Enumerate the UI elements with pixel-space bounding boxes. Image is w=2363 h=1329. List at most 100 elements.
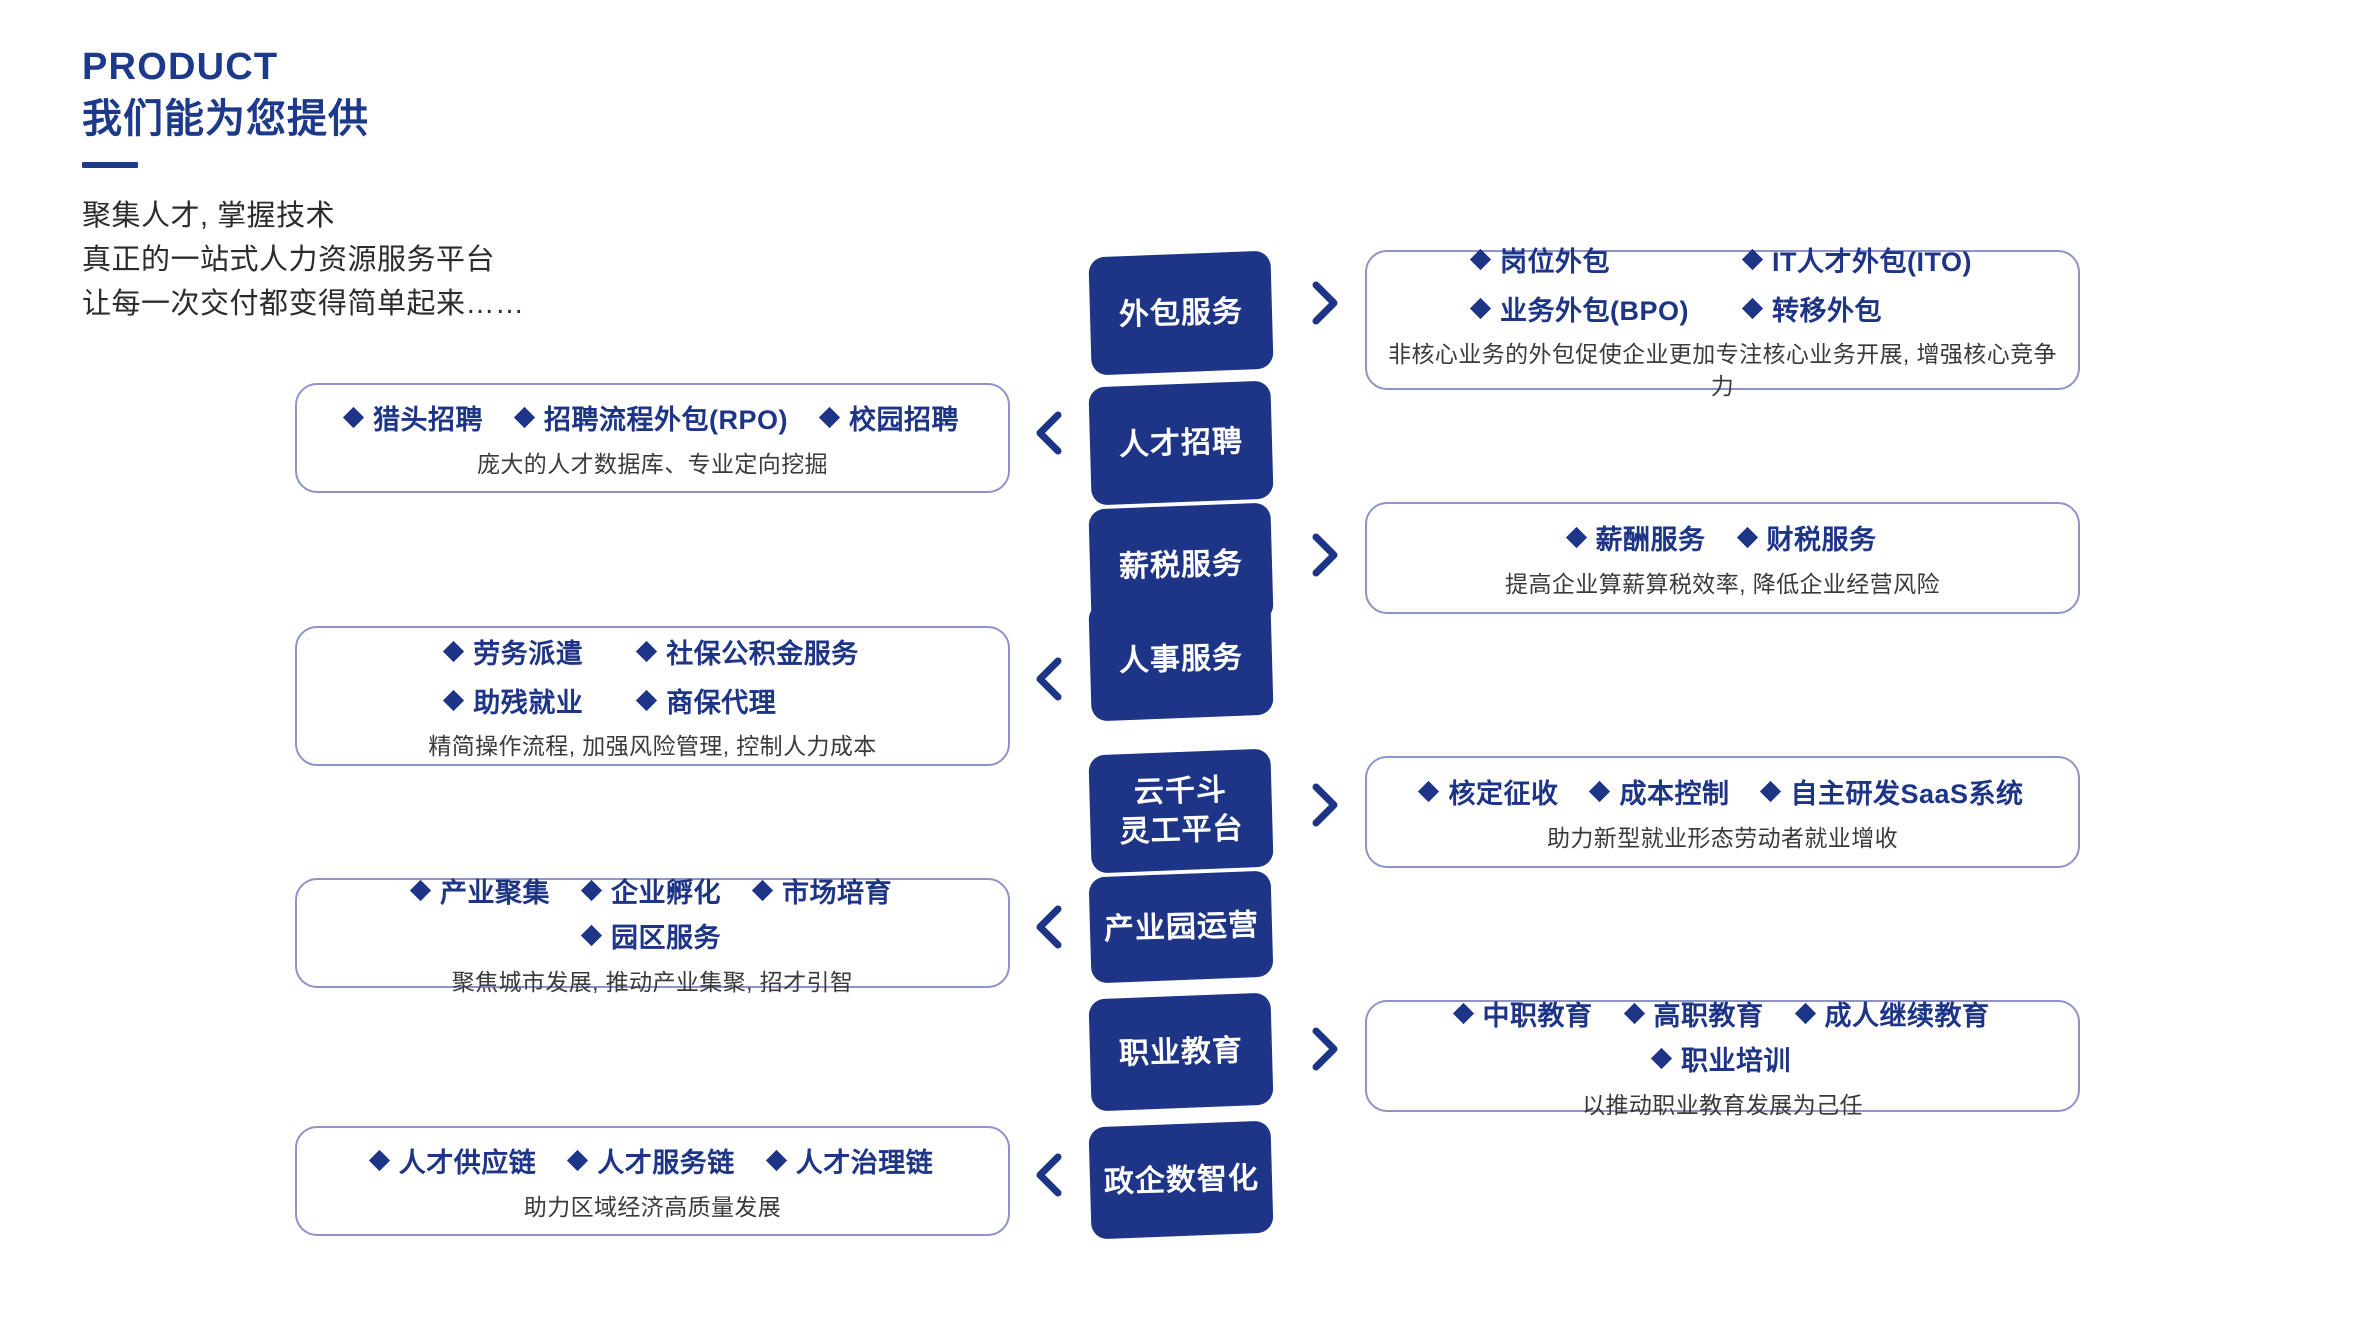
chevron-right-icon	[1308, 1026, 1342, 1072]
diamond-bullet-icon	[409, 879, 432, 902]
service-pill-label: 云千斗 灵工平台	[1119, 773, 1244, 849]
service-pill-label: 薪税服务	[1118, 546, 1244, 584]
diamond-bullet-icon	[1736, 527, 1758, 549]
service-pill-label: 产业园运营	[1103, 908, 1259, 946]
service-description: 提高企业算薪算税效率, 降低企业经营风险	[1505, 571, 1940, 598]
service-tag-label: 高职教育	[1653, 1000, 1764, 1031]
service-description: 聚焦城市发展, 推动产业集聚, 招才引智	[451, 968, 854, 995]
diamond-bullet-icon	[1794, 1002, 1816, 1025]
service-tag[interactable]: 成人继续教育	[1794, 994, 1990, 1033]
service-tag[interactable]: 财税服务	[1736, 518, 1877, 557]
service-pill-2[interactable]: 人才招聘	[1088, 380, 1274, 506]
service-tag-label: 招聘流程外包(RPO)	[544, 405, 788, 436]
service-tag-label: 园区服务	[611, 922, 721, 953]
service-detail-card-2: 猎头招聘 招聘流程外包(RPO) 校园招聘庞大的人才数据库、专业定向挖掘	[295, 383, 1010, 493]
service-tag[interactable]: 招聘流程外包(RPO)	[513, 398, 788, 437]
diamond-bullet-icon	[1589, 781, 1611, 803]
service-tag-label: 核定征收	[1448, 779, 1559, 810]
intro-paragraph: 聚集人才, 掌握技术 真正的一站式人力资源服务平台 让每一次交付都变得简单起来……	[82, 194, 525, 326]
service-tag-list: 核定征收 成本控制 自主研发SaaS系统	[1387, 769, 2058, 814]
chevron-right-icon	[1308, 280, 1342, 326]
page-title: 我们能为您提供	[82, 96, 369, 141]
diamond-bullet-icon	[636, 689, 658, 712]
service-tag-label: 薪酬服务	[1595, 525, 1706, 556]
service-tag-label: 市场培育	[782, 877, 892, 908]
diamond-bullet-icon	[1623, 1002, 1645, 1025]
service-pill-6[interactable]: 产业园运营	[1088, 870, 1274, 984]
diamond-bullet-icon	[1469, 297, 1492, 319]
service-pill-label: 人事服务	[1118, 640, 1244, 678]
diamond-bullet-icon	[765, 1150, 787, 1172]
service-tag[interactable]: 业务外包(BPO)	[1469, 289, 1689, 328]
diamond-bullet-icon	[1452, 1002, 1474, 1025]
service-tag-label: 校园招聘	[849, 405, 959, 436]
service-tag[interactable]: 市场培育	[751, 871, 892, 910]
diamond-bullet-icon	[1469, 248, 1492, 270]
chevron-left-icon	[1032, 656, 1066, 702]
service-tag[interactable]: 薪酬服务	[1565, 518, 1706, 557]
service-tag[interactable]: 转移外包	[1741, 289, 1972, 328]
diamond-bullet-icon	[443, 689, 465, 712]
service-tag[interactable]: 职业培训	[1650, 1039, 1791, 1078]
service-tag-label: 助残就业	[473, 687, 584, 718]
service-tag[interactable]: 核定征收	[1418, 772, 1559, 811]
service-tag[interactable]: 高职教育	[1623, 994, 1764, 1033]
service-detail-card-5: 核定征收成本控制自主研发SaaS系统助力新型就业形态劳动者就业增收	[1365, 756, 2080, 868]
diamond-bullet-icon	[818, 407, 841, 429]
service-pill-4[interactable]: 人事服务	[1088, 596, 1274, 722]
service-tag[interactable]: 企业孵化	[580, 871, 721, 910]
service-tag[interactable]: 商保代理	[636, 681, 859, 720]
service-tag-label: 转移外包	[1772, 295, 1882, 326]
diamond-bullet-icon	[751, 879, 774, 902]
service-pill-8[interactable]: 政企数智化	[1088, 1120, 1274, 1240]
service-pill-5[interactable]: 云千斗 灵工平台	[1088, 748, 1274, 874]
service-tag-label: 社保公积金服务	[666, 638, 859, 669]
diamond-bullet-icon	[1650, 1047, 1673, 1070]
service-tag[interactable]: 人才服务链	[567, 1141, 735, 1180]
diamond-bullet-icon	[1741, 297, 1764, 319]
service-tag[interactable]: 自主研发SaaS系统	[1760, 772, 2024, 811]
service-tag[interactable]: 产业聚集	[409, 871, 550, 910]
service-tag[interactable]: 岗位外包	[1469, 240, 1689, 279]
service-tag[interactable]: 社保公积金服务	[636, 632, 859, 671]
service-label-rail: 外包服务人才招聘薪税服务人事服务云千斗 灵工平台产业园运营职业教育政企数智化	[1088, 0, 1280, 1329]
service-pill-1[interactable]: 外包服务	[1088, 250, 1274, 376]
service-tag-label: 中职教育	[1482, 1000, 1593, 1031]
service-tag-label: 猎头招聘	[373, 405, 483, 436]
service-tag[interactable]: 校园招聘	[818, 398, 959, 437]
page-header: PRODUCT 我们能为您提供 聚集人才, 掌握技术 真正的一站式人力资源服务平…	[82, 45, 525, 326]
diamond-bullet-icon	[1741, 248, 1764, 270]
service-description: 非核心业务的外包促使企业更加专注核心业务开展, 增强核心竞争力	[1388, 340, 2057, 399]
service-tag-label: 人才服务链	[597, 1148, 735, 1179]
service-tag-label: 成本控制	[1619, 779, 1730, 810]
service-tag-label: 劳务派遣	[473, 638, 584, 669]
service-pill-label: 职业教育	[1118, 1033, 1244, 1071]
service-tag-label: 成人继续教育	[1824, 1000, 1990, 1031]
service-tag[interactable]: 猎头招聘	[342, 398, 483, 437]
diamond-bullet-icon	[1760, 781, 1782, 803]
chevron-left-icon	[1032, 904, 1066, 950]
service-tag-label: 业务外包(BPO)	[1500, 295, 1689, 326]
service-tag[interactable]: 劳务派遣	[443, 632, 584, 671]
intro-line-1: 聚集人才, 掌握技术	[82, 199, 336, 232]
service-description: 助力区域经济高质量发展	[523, 1194, 782, 1221]
diamond-bullet-icon	[1418, 781, 1440, 803]
service-tag[interactable]: 人才治理链	[765, 1141, 934, 1180]
service-tag[interactable]: 人才供应链	[368, 1141, 537, 1180]
service-description: 庞大的人才数据库、专业定向挖掘	[477, 451, 828, 478]
diamond-bullet-icon	[580, 924, 603, 947]
diamond-bullet-icon	[443, 640, 465, 663]
service-tag-label: 产业聚集	[440, 877, 550, 908]
service-tag[interactable]: 成本控制	[1589, 772, 1730, 811]
service-pill-7[interactable]: 职业教育	[1088, 992, 1274, 1112]
diamond-bullet-icon	[342, 407, 365, 429]
service-tag[interactable]: 中职教育	[1452, 994, 1593, 1033]
chevron-right-icon	[1308, 782, 1342, 828]
service-tag[interactable]: 助残就业	[443, 681, 584, 720]
service-tag-label: 企业孵化	[611, 877, 721, 908]
service-tag[interactable]: 园区服务	[580, 916, 721, 955]
service-tag[interactable]: IT人才外包(ITO)	[1741, 240, 1972, 279]
service-tag-label: 自主研发SaaS系统	[1790, 779, 2024, 810]
service-description: 以推动职业教育发展为己任	[1582, 1091, 1863, 1118]
